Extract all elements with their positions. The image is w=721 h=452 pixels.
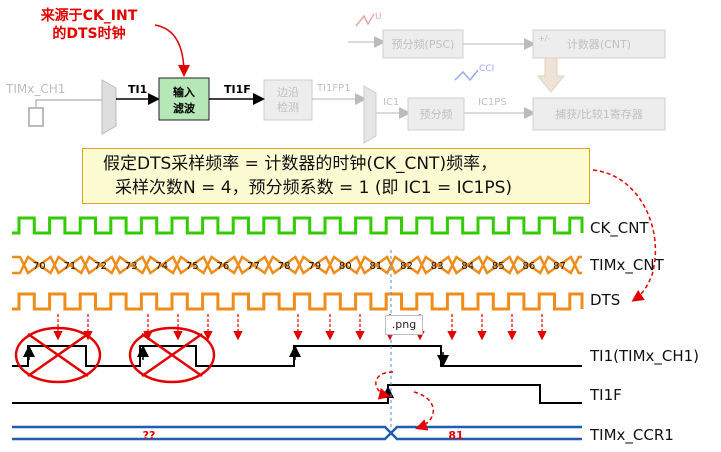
label-timx-ch1: TIMx_CH1 — [5, 82, 65, 96]
dts-source-note: 来源于CK_INT 的DTS时钟 — [28, 7, 150, 43]
capture-register-label: 捕获/比较1寄存器 — [555, 107, 643, 121]
ti1f-edge-curve — [375, 371, 394, 400]
assumption-line2: 采样次数N = 4，预分频系数 = 1 (即 IC1 = IC1PS) — [115, 178, 513, 198]
edge-line2: 检测 — [277, 100, 299, 114]
label-dts: DTS — [590, 291, 620, 309]
faded-block-diagram: TIMx_CH1 边沿 检测 TI1FP1 IC1 预分频 IC1PS 捕获/比… — [5, 12, 666, 144]
label-ti1: TI1 — [128, 83, 147, 96]
label-cci: CCI — [479, 64, 494, 74]
ccr1-new-value: 81 — [448, 429, 463, 442]
cnt-box — [532, 29, 666, 59]
ccr1-old-value: ?? — [143, 429, 156, 442]
ccr-capture-curve — [413, 391, 435, 431]
edge-detector-box — [263, 79, 313, 121]
filter-line2: 滤波 — [173, 101, 196, 115]
tim-cnt-bus-lower — [12, 255, 582, 275]
cnt-label: 计数器(CNT) — [567, 38, 631, 51]
annotations: ?? 81 — [14, 169, 657, 442]
image-tooltip: .png — [385, 315, 423, 335]
u-pulse-icon — [355, 13, 375, 27]
prescaler-label: 预分频 — [420, 107, 453, 121]
cci-pulse-icon — [454, 69, 479, 82]
assumption-line1: 假定DTS采样频率 = 计数器的时钟(CK_CNT)频率， — [103, 154, 498, 174]
ccr1-bus-lower — [12, 425, 582, 441]
input-mux-left — [101, 79, 117, 135]
label-timx-cnt: TIMx_CNT — [589, 256, 665, 275]
label-ic1: IC1 — [383, 97, 399, 108]
psc-label: 预分频(PSC) — [392, 37, 455, 51]
counter-value-76: 76 — [217, 261, 230, 272]
counter-value-71: 71 — [64, 261, 77, 272]
counter-value-75: 75 — [186, 261, 199, 272]
label-ic1ps: IC1PS — [478, 97, 507, 108]
counter-value-80: 80 — [339, 261, 352, 272]
ck-cnt-waveform — [12, 216, 584, 235]
label-ti1f: TI1F — [224, 83, 251, 96]
input-mux-right — [363, 85, 377, 144]
signal-traces: 70 71 72 73 74 75 76 77 78 79 80 81 82 83 84 85 86 87 — [12, 216, 584, 441]
signal-labels: CK_CNT TIMx_CNT DTS TI1(TIMx_CH1) TI1F T… — [589, 219, 699, 445]
pin-square — [28, 107, 44, 127]
label-ti1-timx-ch1: TI1(TIMx_CH1) — [589, 347, 699, 366]
counter-value-78: 78 — [278, 261, 291, 272]
dts-source-arrow — [154, 24, 190, 77]
counter-value-70: 70 — [33, 261, 46, 272]
dts-assumption-arrow — [592, 169, 657, 302]
counter-value-79: 79 — [308, 261, 321, 272]
ccr1-bus-upper — [12, 425, 582, 441]
counter-value-87: 87 — [553, 261, 566, 272]
source-note-line1: 来源于CK_INT — [40, 8, 138, 24]
label-u: U — [375, 12, 382, 22]
counter-value-72: 72 — [94, 261, 107, 272]
edge-line1: 边沿 — [277, 86, 299, 99]
counter-value-86: 86 — [523, 261, 536, 272]
dts-waveform — [12, 292, 584, 311]
filter-line1: 输入 — [173, 85, 195, 99]
label-ti1f-signal: TI1F — [589, 386, 622, 404]
counter-value-84: 84 — [461, 261, 474, 272]
label-ti1fp1: TI1FP1 — [316, 83, 351, 94]
ti1f-waveform — [12, 384, 582, 404]
counter-value-82: 82 — [400, 261, 413, 272]
counter-value-83: 83 — [431, 261, 444, 272]
label-updown: +/- — [538, 34, 550, 43]
ti1-waveform — [12, 345, 582, 367]
label-ck-cnt: CK_CNT — [590, 219, 650, 238]
source-note-line2: 的DTS时钟 — [52, 26, 126, 42]
capture-register-box — [532, 97, 666, 131]
counter-value-81: 81 — [370, 261, 383, 272]
ignored-pulse-cross-1 — [14, 326, 102, 384]
cnt-to-capture-arrow — [536, 57, 566, 93]
counter-value-74: 74 — [155, 261, 168, 272]
counter-value-73: 73 — [125, 261, 138, 272]
assumption-box: 假定DTS采样频率 = 计数器的时钟(CK_CNT)频率， 采样次数N = 4，… — [82, 148, 590, 204]
label-timx-ccr1: TIMx_CCR1 — [589, 426, 674, 445]
counter-value-77: 77 — [247, 261, 260, 272]
ignored-pulse-cross-2 — [128, 326, 216, 384]
prescaler-box — [407, 97, 465, 131]
input-filter-path: TI1 输入 滤波 TI1F — [116, 24, 265, 121]
counter-value-85: 85 — [492, 261, 505, 272]
